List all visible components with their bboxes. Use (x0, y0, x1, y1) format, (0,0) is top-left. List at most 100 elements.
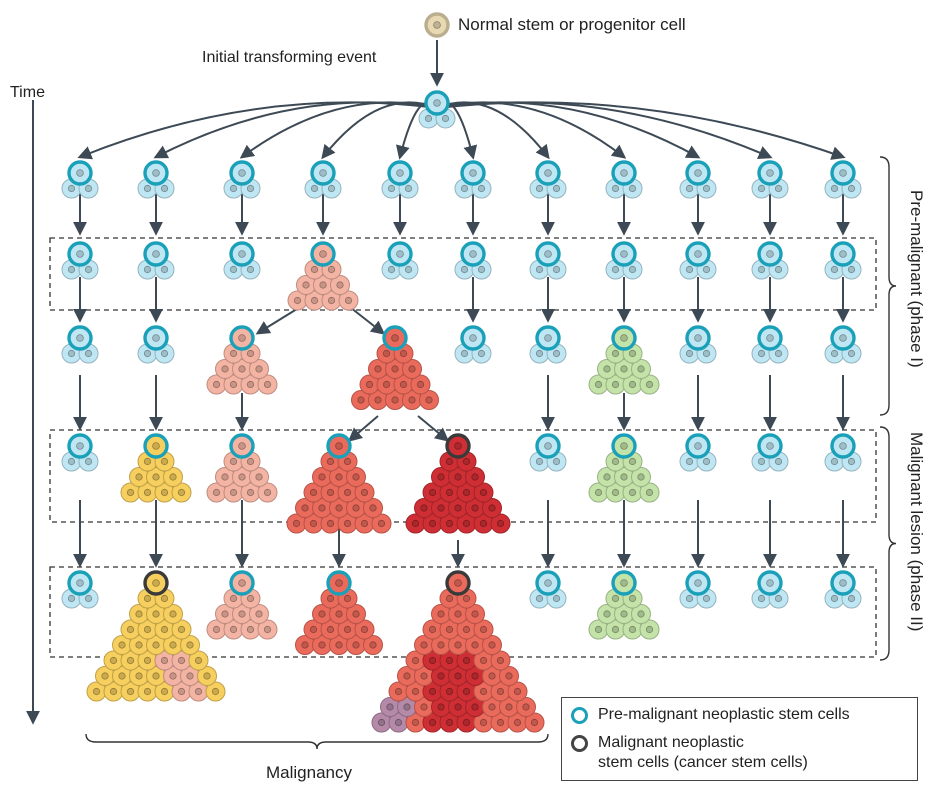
cell-nucleus (522, 703, 530, 711)
cell-nucleus (611, 349, 620, 358)
cell-nucleus (246, 457, 255, 466)
cell-nucleus (377, 718, 386, 727)
cell-nucleus (766, 579, 774, 587)
cell-nucleus (611, 594, 620, 603)
cell-nucleus (160, 265, 169, 274)
cell (631, 359, 651, 379)
cell (86, 681, 107, 702)
cell (205, 681, 226, 702)
cell-nucleus (637, 365, 645, 373)
cell (337, 513, 358, 534)
cell-nucleus (757, 457, 766, 466)
cell-nucleus (344, 296, 353, 305)
cell (354, 513, 375, 534)
cell-nucleus (462, 457, 471, 466)
cell-nucleus (335, 579, 343, 587)
stem-cell (460, 325, 486, 351)
cell-nucleus (594, 488, 603, 497)
cell (456, 482, 477, 503)
cell (605, 482, 626, 503)
pre-malignant-bracket (879, 156, 897, 416)
cell-nucleus (460, 349, 469, 358)
cell-nucleus (352, 641, 360, 649)
cell (639, 374, 660, 395)
cell-nucleus (326, 488, 335, 497)
cell (206, 619, 227, 640)
cell-nucleus (685, 349, 694, 358)
cell-nucleus (611, 488, 620, 497)
salmon-clone-row3 (206, 325, 278, 395)
cell (465, 666, 485, 686)
malignancy-label: Malignancy (266, 763, 352, 782)
pre-malignant-clone (751, 325, 789, 364)
cell-nucleus (428, 656, 437, 665)
stem-cell (229, 433, 255, 459)
cell (431, 697, 451, 717)
cell-nucleus (694, 334, 702, 342)
cell (240, 482, 261, 503)
cell (473, 650, 494, 671)
stem-cell (460, 241, 486, 267)
cell-nucleus (160, 488, 169, 497)
cell-nucleus (552, 457, 561, 466)
cell-nucleus (437, 703, 445, 711)
cell (232, 467, 252, 487)
cell-nucleus (462, 519, 471, 528)
cell-nucleus (310, 184, 319, 193)
cell (346, 498, 366, 518)
cell-nucleus (374, 396, 382, 404)
cell (188, 681, 209, 702)
cell-nucleus (535, 457, 544, 466)
cell-nucleus (620, 334, 628, 342)
cell-nucleus (238, 442, 246, 450)
stem-cell (326, 433, 352, 459)
cell-nucleus (293, 296, 302, 305)
cell-nucleus (628, 488, 637, 497)
cell (490, 650, 511, 671)
cell-nucleus (411, 687, 420, 696)
cell-nucleus (229, 625, 238, 634)
cell-nucleus (620, 610, 628, 618)
cell-nucleus (67, 184, 76, 193)
cell-nucleus (645, 625, 654, 634)
cell-nucleus (433, 21, 441, 29)
cell-nucleus (847, 594, 856, 603)
cell-nucleus (552, 265, 561, 274)
cell-nucleus (246, 625, 255, 634)
pre-malignant-clone (679, 325, 717, 364)
cell-nucleus (505, 703, 513, 711)
cell-nucleus (212, 488, 221, 497)
cell (351, 390, 371, 410)
cell-nucleus (177, 625, 186, 634)
cell (295, 498, 315, 518)
stem-cell (757, 241, 783, 267)
cell-nucleus (326, 457, 335, 466)
cell-nucleus (620, 473, 628, 481)
cell-nucleus (160, 594, 169, 603)
cell (639, 482, 660, 503)
cell-nucleus (326, 519, 335, 528)
cell (303, 513, 324, 534)
cell-nucleus (118, 641, 126, 649)
cell (257, 374, 278, 395)
cell-nucleus (454, 610, 462, 618)
cell-nucleus (544, 442, 552, 450)
cell-nucleus (221, 365, 229, 373)
cell-nucleus (496, 687, 505, 696)
salmon-clone-row4 (206, 433, 278, 503)
cell-nucleus (469, 169, 477, 177)
pre-malignant-clone (61, 433, 99, 472)
cell (257, 619, 278, 640)
cell (622, 374, 643, 395)
cell (380, 697, 400, 717)
cell-nucleus (326, 594, 335, 603)
cell-nucleus (847, 457, 856, 466)
cell-nucleus (177, 687, 186, 696)
cell (456, 681, 477, 702)
cell-nucleus (471, 473, 479, 481)
cell (473, 619, 494, 640)
cell-nucleus (255, 473, 263, 481)
cell-nucleus (428, 687, 437, 696)
cell-nucleus (109, 656, 118, 665)
cell-nucleus (420, 703, 428, 711)
